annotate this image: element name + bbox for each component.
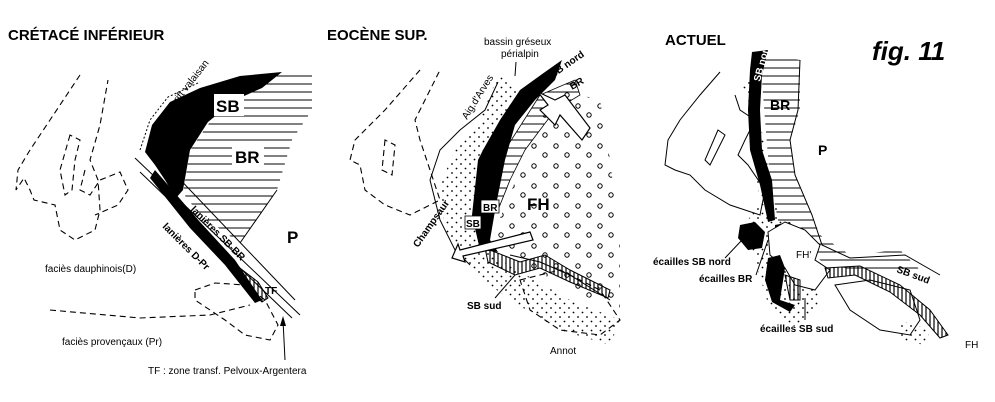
br-boundary — [239, 189, 278, 244]
panel-title: ACTUEL — [665, 32, 726, 49]
label-sb: SB — [216, 97, 240, 116]
tf-arrow — [282, 319, 286, 361]
sb-sud-hatched-strip — [484, 247, 611, 299]
br-hatched-strip — [494, 79, 581, 211]
panel-cretace-inferieur: CRÉTACÉ INFÉRIEUR rift valaisan SB BR P … — [8, 27, 312, 377]
label-annot: Annot — [550, 346, 576, 357]
thrust-line-1 — [134, 157, 301, 316]
label-bassin-greseux: bassin gréseux — [484, 37, 551, 48]
pelvoux-outline — [349, 69, 441, 216]
provencal-limit — [49, 304, 251, 319]
ecailles-br-sb-sud — [765, 255, 795, 312]
argentera-outline — [194, 282, 279, 341]
panel-title: CRÉTACÉ INFÉRIEUR — [8, 27, 165, 44]
thrust-line-3 — [149, 147, 296, 301]
sb-sud-leader — [494, 274, 516, 299]
tf-arrowhead-icon — [280, 316, 286, 326]
label-fh-prime: FH' — [796, 250, 811, 261]
label-ecailles-sb-sud: écailles SB sud — [760, 324, 833, 335]
ecailles-sb-nord-leader — [724, 239, 743, 259]
pelvoux-outline — [664, 71, 766, 216]
tf-hatch — [227, 261, 269, 303]
sb-label-box — [464, 215, 482, 230]
panel-title: EOCÈNE SUP. — [327, 27, 428, 44]
sb-sud-hatched-strip — [824, 265, 949, 339]
pelvoux-outline — [59, 134, 129, 216]
br-label-box — [480, 199, 500, 214]
label-br-box: BR — [483, 203, 498, 214]
label-facies-dauphinois: faciès dauphinois(D) — [45, 264, 136, 275]
br-hatched-zone — [760, 55, 920, 275]
sb-label-box — [214, 94, 244, 116]
inner-outline — [704, 129, 726, 166]
label-fh: FH — [965, 340, 978, 351]
label-ecailles-br: écailles BR — [699, 274, 753, 285]
sandstone-dots-south — [900, 320, 930, 345]
thrust-line-2 — [139, 171, 293, 319]
ecailles-sb-sud-hatch — [784, 274, 801, 301]
sb-nord-black-band — [748, 50, 775, 222]
label-br: BR — [770, 97, 790, 113]
sandstone-basin-dots — [440, 70, 620, 345]
dauphinois-outline — [15, 74, 109, 241]
label-tf-legend: TF : zone transf. Pelvoux-Argentera — [148, 366, 307, 377]
label-ecailles-sb-nord: écailles SB nord — [653, 257, 731, 268]
label-tf: TF — [265, 286, 277, 297]
br-label-box — [232, 147, 264, 167]
basin-margin — [429, 81, 499, 266]
label-sb-sud: SB sud — [467, 301, 501, 312]
label-sb-nord: SB nord — [548, 49, 586, 80]
bassin-leader — [514, 61, 517, 77]
label-p: P — [818, 142, 827, 158]
label-br: BR — [235, 148, 260, 167]
ecailles-br-leader — [755, 239, 769, 276]
sb-black-band — [145, 72, 282, 198]
escape-arrow-icon — [451, 231, 534, 263]
figure-label: fig. 11 — [872, 36, 945, 66]
convergence-arrow-icon — [537, 91, 591, 141]
label-facies-provencaux: faciès provençaux (Pr) — [62, 337, 162, 348]
label-fh: FH — [527, 195, 550, 214]
panel-eocene-sup: EOCÈNE SUP. bassin gréseux périalpin SB … — [327, 27, 621, 357]
panel-actuel: ACTUEL fig. 11 SB nord BR P FH' écailles… — [653, 32, 978, 351]
p-thrust-front — [789, 59, 941, 276]
label-perialpin: périalpin — [501, 49, 539, 60]
label-p: P — [287, 228, 298, 247]
inner-outline — [381, 139, 396, 176]
label-sb-box: SB — [466, 219, 480, 230]
fh-flysch-circles — [495, 90, 620, 310]
annot-sandstone-line — [509, 254, 611, 301]
